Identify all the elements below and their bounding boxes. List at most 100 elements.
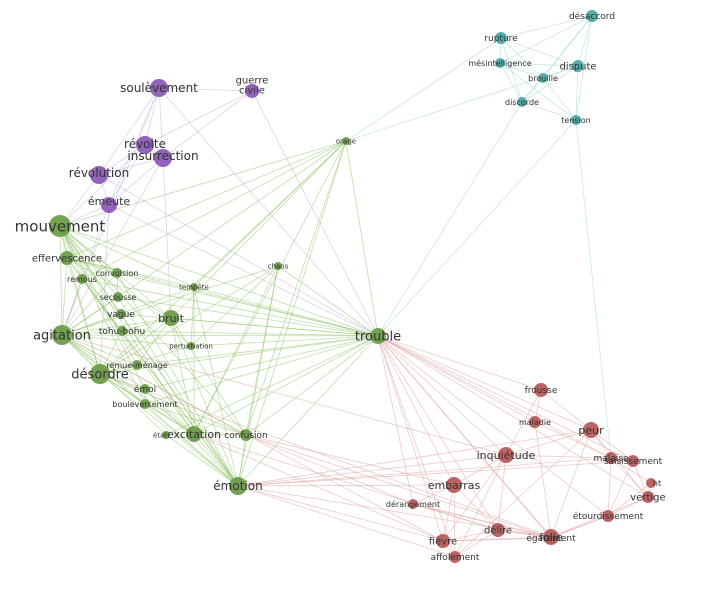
edge-peur-inquietude — [505, 429, 592, 456]
edge-excitation-chaos — [193, 265, 279, 435]
edge-egarement-etourdissement — [550, 515, 609, 539]
node-inquietude[interactable] — [498, 447, 514, 463]
node-guerre-civile[interactable] — [245, 84, 259, 98]
label-inquietude: inquiétude — [477, 449, 536, 462]
edge-bruit-confusion — [170, 317, 247, 436]
node-confusion[interactable] — [240, 429, 252, 441]
edge-agitation-tohu_bohu — [61, 330, 123, 336]
edge-emotion-inquietude — [237, 454, 507, 487]
edges-layer — [59, 15, 652, 558]
node-emoi[interactable] — [140, 384, 150, 394]
edge-maladie-folie — [534, 421, 552, 538]
node-etat[interactable] — [162, 431, 170, 439]
node-tohu-bohu[interactable] — [117, 326, 127, 336]
node-malaise[interactable] — [605, 452, 617, 464]
label-trouble: trouble — [355, 330, 401, 345]
node-brouille[interactable] — [538, 73, 548, 83]
label-maladie: maladie — [519, 418, 551, 427]
node-emeute[interactable] — [101, 197, 117, 213]
label-effervescence: effervescence — [32, 254, 102, 265]
node-vertige[interactable] — [642, 491, 654, 503]
node-remue-menage[interactable] — [132, 360, 142, 370]
node-insurrection[interactable] — [154, 149, 172, 167]
label-malaise: malaise — [593, 454, 628, 464]
edge-trouble-delire — [377, 335, 499, 531]
node-tension[interactable] — [571, 115, 581, 125]
edge-agitation-chaos — [61, 265, 279, 336]
node-dispute[interactable] — [572, 60, 584, 72]
edge-orage-mouvement — [59, 140, 347, 227]
node-soulevement[interactable] — [150, 79, 168, 97]
edge-tempete-perturbation — [190, 286, 195, 347]
node-embarras[interactable] — [446, 477, 462, 493]
node-egarement[interactable] — [545, 532, 557, 544]
label-frousse: frousse — [525, 386, 558, 396]
node-effervescence[interactable] — [60, 251, 74, 265]
node-bruit[interactable] — [163, 310, 179, 326]
node-desordre[interactable] — [90, 364, 110, 384]
edge-trouble-frousse — [377, 335, 542, 391]
label-desordre: désordre — [71, 368, 128, 383]
node-fievre[interactable] — [436, 534, 450, 548]
edge-desordre-effervescence — [66, 257, 101, 375]
node-remous[interactable] — [77, 274, 87, 284]
label-mesintelligence: mésintelligence — [468, 58, 531, 68]
edge-peur-affolement — [454, 429, 592, 558]
node-trouble[interactable] — [370, 328, 386, 344]
node-excitation[interactable] — [186, 426, 202, 442]
edge-delire-fievre — [442, 529, 499, 542]
node-revolution[interactable] — [90, 166, 108, 184]
edge-orage-tempete — [193, 140, 347, 288]
node-convulsion[interactable] — [112, 268, 122, 278]
node-ht[interactable] — [646, 478, 656, 488]
label-convulsion: convulsion — [96, 269, 139, 278]
label-fievre: fièvre — [429, 536, 457, 548]
edge-trouble-egarement — [377, 335, 552, 539]
node-peur[interactable] — [583, 422, 599, 438]
label-vertige: vertige — [630, 493, 665, 504]
edge-desaccord-mesintelligence — [499, 15, 593, 64]
label-saisissement: saisissement — [604, 457, 663, 467]
node-secousse[interactable] — [113, 292, 123, 302]
node-maladie[interactable] — [529, 416, 541, 428]
edge-emotion-peur — [237, 429, 592, 487]
node-vague[interactable] — [116, 309, 126, 319]
node-bouleversement[interactable] — [140, 399, 150, 409]
node-saisissement[interactable] — [627, 455, 639, 467]
node-agitation[interactable] — [52, 325, 72, 345]
node-rupture[interactable] — [495, 32, 507, 44]
edge-revolte-mouvement — [59, 144, 146, 227]
edge-desaccord-discorde — [521, 15, 593, 103]
edge-excitation-confusion — [193, 433, 247, 436]
node-revolte[interactable] — [136, 136, 154, 154]
node-derangement[interactable] — [408, 499, 418, 509]
node-orage[interactable] — [342, 137, 350, 145]
label-soulevement: soulèvement — [120, 81, 198, 95]
node-mesintelligence[interactable] — [495, 58, 505, 68]
edge-discorde-tension — [521, 101, 577, 121]
node-emotion[interactable] — [229, 477, 247, 495]
node-perturbation[interactable] — [187, 342, 195, 350]
label-etourdissement: étourdissement — [573, 511, 644, 522]
edge-embarras-affolement — [453, 484, 456, 558]
edge-mouvement-secousse — [59, 225, 119, 298]
edge-desordre-perturbation — [99, 345, 192, 375]
node-etourdissement[interactable] — [602, 510, 614, 522]
edge-trouble-excitation — [193, 335, 379, 435]
edge-dispute-discorde — [521, 65, 579, 103]
node-mouvement[interactable] — [49, 215, 71, 237]
edge-trouble-derangement — [377, 335, 414, 505]
node-discorde[interactable] — [517, 97, 527, 107]
node-desaccord[interactable] — [586, 10, 598, 22]
edge-vertige-folie — [550, 496, 649, 538]
node-affolement[interactable] — [449, 551, 461, 563]
edge-emotion-vague — [120, 313, 239, 487]
node-tempete[interactable] — [190, 283, 198, 291]
edge-trouble-affolement — [377, 335, 456, 558]
node-frousse[interactable] — [534, 383, 548, 397]
label-remue-menage: remue-ménage — [106, 360, 167, 370]
node-delire[interactable] — [491, 523, 505, 537]
edge-soulevement-insurrection — [158, 87, 164, 159]
node-chaos[interactable] — [274, 262, 282, 270]
edge-emotion-tempete — [193, 286, 239, 487]
